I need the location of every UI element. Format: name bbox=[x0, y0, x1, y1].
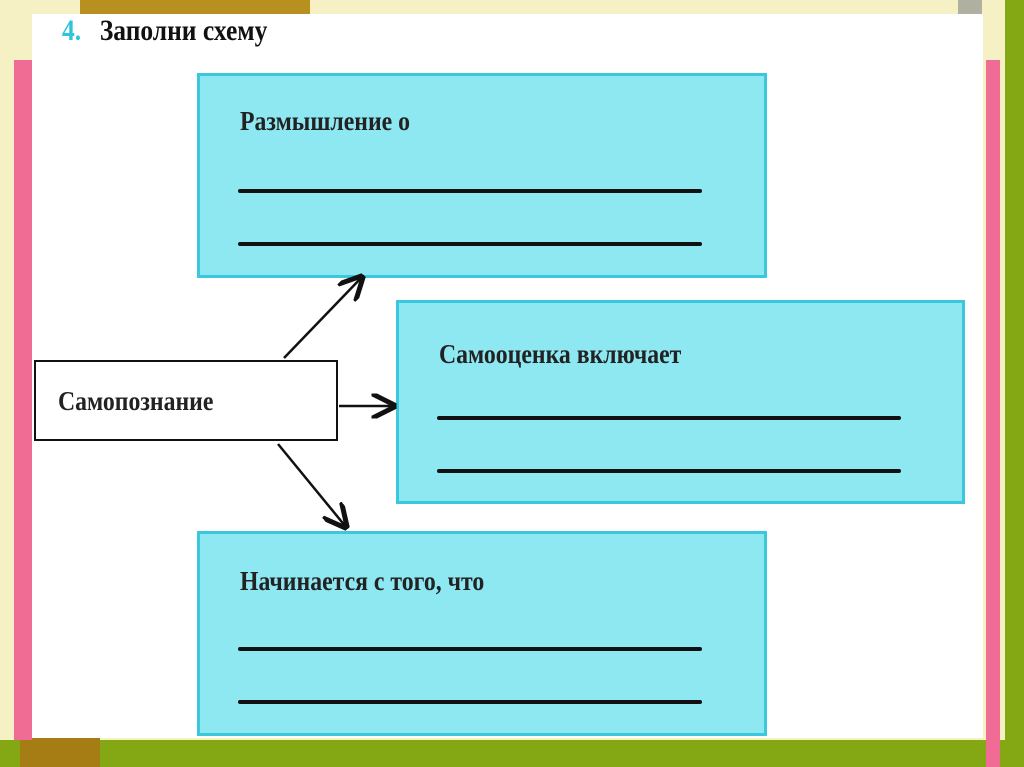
source-box-self-knowledge: Самопознание bbox=[34, 360, 338, 441]
answer-line[interactable] bbox=[238, 242, 702, 246]
box-self-esteem: Самооценка включает bbox=[396, 300, 965, 504]
arrow-down bbox=[277, 443, 346, 527]
top-gray-block bbox=[958, 0, 982, 14]
answer-line[interactable] bbox=[437, 469, 901, 473]
box-reflection-label: Размышление о bbox=[240, 106, 411, 136]
right-pink-stripe bbox=[986, 60, 1000, 767]
box-beginning-label: Начинается с того, что bbox=[240, 566, 485, 596]
top-brown-stripe bbox=[80, 0, 310, 14]
bottom-brown-block bbox=[20, 738, 100, 767]
answer-line[interactable] bbox=[238, 700, 702, 704]
task-title: 4. Заполни схему bbox=[62, 14, 267, 48]
box-beginning: Начинается с того, что bbox=[197, 531, 767, 736]
task-title-text: Заполни схему bbox=[99, 14, 268, 47]
left-pink-stripe bbox=[14, 60, 32, 740]
bottom-green-stripe bbox=[0, 740, 1024, 767]
right-green-stripe bbox=[1005, 0, 1024, 767]
task-number: 4. bbox=[62, 14, 82, 47]
answer-line[interactable] bbox=[238, 189, 702, 193]
answer-line[interactable] bbox=[238, 647, 702, 651]
box-reflection: Размышление о bbox=[197, 73, 767, 278]
arrow-up bbox=[283, 277, 362, 359]
source-label: Самопознание bbox=[58, 386, 214, 416]
box-self-esteem-label: Самооценка включает bbox=[439, 339, 682, 369]
answer-line[interactable] bbox=[437, 416, 901, 420]
